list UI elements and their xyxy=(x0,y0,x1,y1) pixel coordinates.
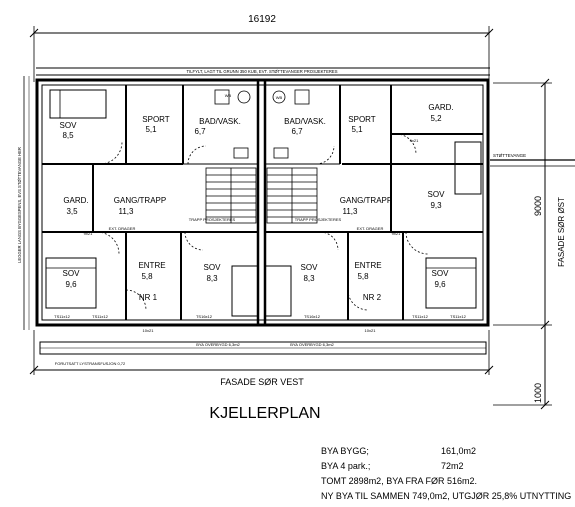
room-name: GARD. xyxy=(63,196,88,205)
stat-line: TOMT 2898m2, BYA FRA FØR 516m2. xyxy=(321,476,478,486)
room-name: SPORT xyxy=(142,115,170,124)
room-area: 3,5 xyxy=(66,207,78,216)
wc-label: WB xyxy=(276,95,283,100)
stair-left xyxy=(205,167,257,224)
room-name: GANG/TRAPP xyxy=(340,196,392,205)
room-name: GARD. xyxy=(428,103,453,112)
facade-south-east-label: FASADE SØR ØST xyxy=(557,197,566,267)
room-area: 5,2 xyxy=(430,114,442,123)
bed-icon xyxy=(231,265,259,317)
door-label: 9x21 xyxy=(84,231,93,236)
room-name: SOV xyxy=(60,121,78,130)
room-area: 6,7 xyxy=(291,127,303,136)
stat-line: NY BYA TIL SAMMEN 749,0m2, UTGJØR 25,8% … xyxy=(321,491,572,501)
foundation-note: FORUTSATT LYSTRANSFUSJON 0,72 xyxy=(55,361,126,366)
room-name: BAD/VASK. xyxy=(199,117,241,126)
door-label: 9x21 xyxy=(392,231,401,236)
room-area: 5,1 xyxy=(351,125,363,134)
room-name: ENTRE xyxy=(138,261,165,270)
stair-label: TRAPP PROSJEKTERES xyxy=(189,217,236,222)
room-area: 9,6 xyxy=(434,280,446,289)
room-name: BAD/VASK. xyxy=(284,117,326,126)
left-vertical-note: LEGGER LANGS BYGGESPENS, EVS STØTTEVANGE… xyxy=(17,147,22,263)
stat-value: 72m2 xyxy=(441,461,464,471)
window-label: TS11x12 xyxy=(54,314,70,319)
unit-label: NR 2 xyxy=(363,293,382,302)
outer-wall xyxy=(35,78,490,327)
room-name: SOV xyxy=(301,263,319,272)
overall-dimension-text: 16192 xyxy=(248,14,276,25)
sink-icon xyxy=(294,89,310,105)
stat-label: BYA 4 park.; xyxy=(321,461,371,471)
bya-overbygd-left: BYA OVERBYGD 6,3m2 xyxy=(196,342,240,347)
window-label: TS11x12 xyxy=(450,314,466,319)
unit-label: NR 1 xyxy=(139,293,158,302)
bed-icon xyxy=(425,257,477,309)
beam-label: EXT. DRAGER xyxy=(357,226,384,231)
right-dimension-lower: 1000 xyxy=(533,383,543,403)
room-area: 11,3 xyxy=(119,207,135,216)
room-area: 8,3 xyxy=(206,274,218,283)
bed-icon xyxy=(264,265,292,317)
window-label: TS11x12 xyxy=(412,314,428,319)
room-name: ENTRE xyxy=(354,261,381,270)
drawing-title: KJELLERPLAN xyxy=(209,405,320,422)
room-name: SOV xyxy=(63,269,81,278)
window-label: TS11x12 xyxy=(92,314,108,319)
stat-value: 161,0m2 xyxy=(441,446,477,456)
bed-icon xyxy=(49,89,107,119)
door-label: 10x21 xyxy=(143,328,155,333)
wc-icon xyxy=(237,90,251,104)
room-area: 9,3 xyxy=(430,201,442,210)
room-name: SPORT xyxy=(348,115,376,124)
top-note: TILFYLT, LAGT TIL GRUNN 350 KUB, EVT. ST… xyxy=(186,69,337,74)
door-label: 9x21 xyxy=(410,138,419,143)
support-label: STØTTEVANGE xyxy=(493,153,526,158)
room-area: 8,5 xyxy=(62,131,74,140)
room-name: SOV xyxy=(428,190,446,199)
facade-south-west-label: FASADE SØR VEST xyxy=(220,377,304,387)
wc-label: WB xyxy=(225,93,232,98)
room-name: SOV xyxy=(204,263,222,272)
bya-overbygd-right: BYA OVERBYGD 6,3m2 xyxy=(290,342,334,347)
sink-icon xyxy=(214,89,230,105)
right-dimension-upper: 9000 xyxy=(533,196,543,216)
room-area: 5,8 xyxy=(141,272,153,281)
window-label: TS16x12 xyxy=(196,314,213,319)
stat-row: BYA 4 park.; 72m2 xyxy=(321,459,571,474)
stair-label: TRAPP PROSJEKTERES xyxy=(295,217,342,222)
room-name: GANG/TRAPP xyxy=(114,196,166,205)
room-area: 5,8 xyxy=(357,272,369,281)
room-area: 6,7 xyxy=(194,127,206,136)
room-area: 9,6 xyxy=(65,280,77,289)
stat-label: BYA BYGG; xyxy=(321,446,369,456)
room-area: 5,1 xyxy=(145,125,157,134)
stat-row: BYA BYGG; 161,0m2 xyxy=(321,444,571,459)
stair-right xyxy=(266,167,318,224)
room-name: SOV xyxy=(432,269,450,278)
bed-icon xyxy=(45,257,97,309)
beam-label: EXT. DRAGER xyxy=(109,226,136,231)
door-label: 10x21 xyxy=(365,328,377,333)
wc-icon xyxy=(272,90,286,104)
window-label: TS16x12 xyxy=(304,314,321,319)
room-area: 11,3 xyxy=(343,207,359,216)
room-area: 8,3 xyxy=(303,274,315,283)
bed-icon xyxy=(454,141,482,195)
area-statistics: BYA BYGG; 161,0m2 BYA 4 park.; 72m2 TOMT 2… xyxy=(321,444,571,504)
